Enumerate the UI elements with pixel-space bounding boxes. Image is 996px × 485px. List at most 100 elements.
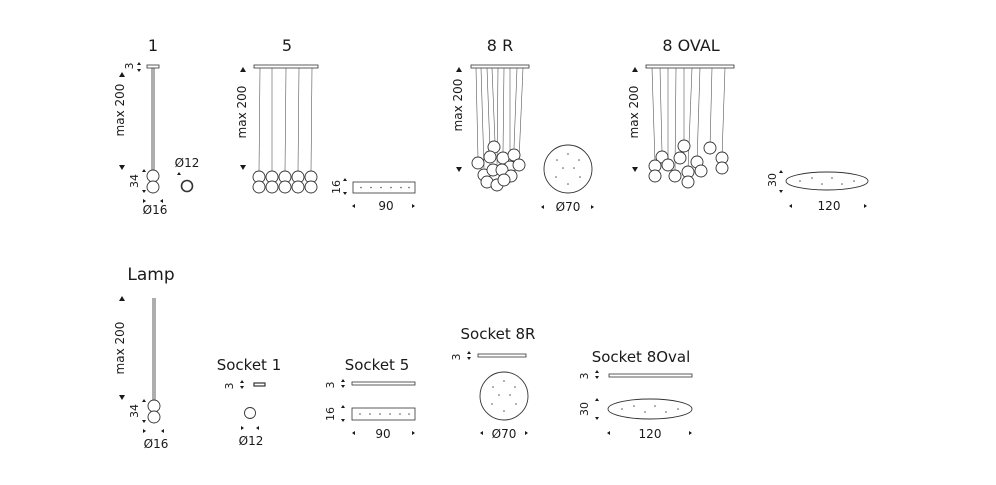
socket-dots [621,405,679,413]
glass-sphere [146,169,160,183]
dim-arrow-small [137,62,141,65]
socket-5-title: Socket 5 [345,356,410,374]
dim-arrow-small [142,399,146,402]
lamp-drawing: Lamp max 200 34 Ø16 [113,265,175,451]
socket-5-drawing: Socket 5 3 16 90 [324,356,416,441]
dim-arrow-down [632,167,638,172]
dim-arrow-small [467,351,471,354]
variant-1-height-label: max 200 [113,84,127,137]
canopy [146,64,160,69]
dim-arrow-up [456,67,462,72]
glass-sphere [147,410,161,424]
glass-sphere [703,141,717,155]
glass-sphere [147,399,161,413]
glass-sphere [512,158,526,172]
variant-5-socket-height-label: 16 [330,180,343,194]
socket-8r-title: Socket 8R [461,325,536,343]
socket-8oval-height-label: 3 [578,373,591,380]
socket-1-height-label: 3 [223,383,236,390]
dim-arrow-small [177,172,181,175]
variant-8r-title: 8 R [487,36,513,55]
dim-arrow-small [595,370,599,373]
socket-5-width-label: 90 [375,427,390,441]
dim-arrow-up [119,72,125,77]
dim-arrow-small [467,357,471,360]
glass-sphere [471,156,485,170]
canopy [253,64,319,69]
dim-arrow-small [341,419,345,422]
socket-8oval-drawing: Socket 8Oval 3 30 120 [578,348,693,441]
dim-arrow-small [779,190,783,193]
socket-5-plan [352,181,416,194]
socket-8r-diam-label: Ø70 [492,427,517,441]
socket-dots [799,177,855,185]
dim-arrow-small [595,398,599,401]
dim-arrow-left [607,431,610,435]
glass-sphere [146,180,160,194]
dim-arrow-small [142,190,146,193]
socket-8r-side [477,353,527,358]
dim-arrow-small [341,379,345,382]
socket-dots [491,380,517,412]
variant-1-drawing: 1 max 200 3 34 Ø16 Ø12 [113,36,199,217]
lamp-title: Lamp [127,265,174,285]
variant-8oval-height-label: max 200 [627,86,641,139]
dim-arrow-left [143,199,146,203]
dim-arrow-left [241,426,244,430]
socket-dots [555,153,581,185]
glass-sphere [252,180,266,194]
glass-sphere [715,161,729,175]
lamp-diam-label: Ø16 [144,437,169,451]
dim-arrow-up [632,67,638,72]
variant-8oval-drawing: 8 OVAL max 200 [627,36,869,213]
dim-arrow-small [137,69,141,72]
dim-arrow-small [240,386,244,389]
variant-5-height-label: max 200 [235,86,249,139]
dim-arrow-left [541,205,544,209]
pendant-cluster [471,67,526,192]
dim-arrow-small [343,178,347,181]
pendant-cluster [648,67,729,189]
socket-8oval-width-label: 120 [639,427,662,441]
dim-arrow-right [412,431,415,435]
dim-arrow-right [864,204,867,208]
socket-5-plan [351,407,416,421]
glass-sphere [661,158,675,172]
socket-1-side [253,382,266,387]
glass-sphere [648,169,662,183]
variant-1-ball-label: 34 [128,174,141,188]
socket-8oval-side [608,373,693,378]
dim-arrow-left [789,204,792,208]
glass-sphere [673,151,687,165]
variant-1-socket-diam-label: Ø12 [175,156,200,170]
lamp-ball-label: 34 [128,404,141,418]
dim-arrow-up [119,296,125,301]
glass-sphere [483,150,497,164]
dim-arrow-up [240,67,246,72]
dim-arrow-small [341,385,345,388]
glass-sphere [265,180,279,194]
pendant-cluster [252,67,318,194]
variant-1-title: 1 [148,36,158,55]
socket-8r-drawing: Socket 8R 3 Ø70 [450,325,535,441]
dim-arrow-small [240,380,244,383]
dim-arrow-small [341,405,345,408]
glass-sphere [668,169,682,183]
glass-sphere [694,164,708,178]
glass-sphere [681,175,695,189]
socket-1-drawing: Socket 1 3 Ø12 [217,356,282,448]
variant-8oval-socket-height-label: 30 [766,173,779,187]
dim-arrow-left [352,204,355,208]
dim-arrow-right [412,204,415,208]
glass-sphere [497,173,511,187]
glass-sphere [677,139,691,153]
variant-1-diam-label: Ø16 [143,203,168,217]
canopy [645,64,735,69]
dim-arrow-small [779,170,783,173]
variant-8r-drawing: 8 R max 200 [451,36,594,214]
socket-1-plan [180,179,194,193]
socket-5-side [351,381,416,386]
dim-arrow-small [142,420,146,423]
socket-5-height-label: 3 [324,382,337,389]
